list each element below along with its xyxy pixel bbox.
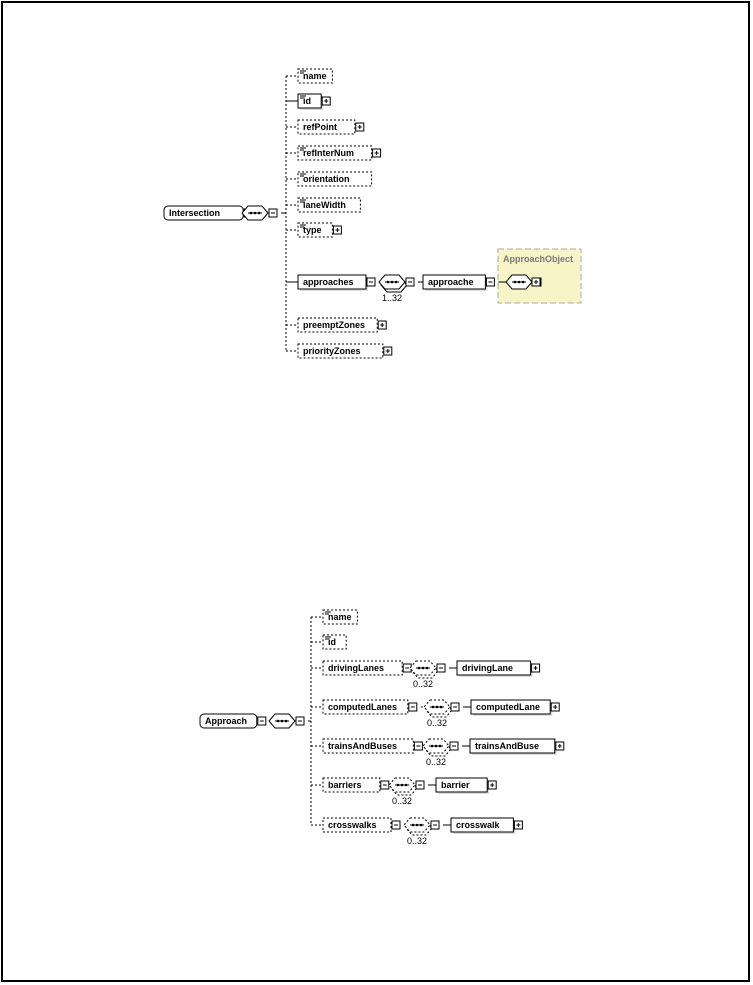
cardinality-label: 1..32 bbox=[382, 293, 402, 303]
element-box bbox=[456, 660, 532, 676]
element-box bbox=[450, 817, 514, 833]
element-label: approaches bbox=[303, 277, 354, 287]
sequence-dot bbox=[415, 823, 419, 827]
element-box bbox=[322, 777, 381, 793]
sequence-dot bbox=[257, 211, 261, 215]
sequence-dot bbox=[438, 744, 442, 748]
element-label: name bbox=[303, 71, 327, 81]
element-box bbox=[469, 738, 556, 754]
element-box bbox=[297, 274, 367, 290]
element-box bbox=[422, 274, 486, 290]
element-label: crosswalks bbox=[328, 820, 377, 830]
element-box bbox=[297, 222, 333, 238]
element-box bbox=[322, 699, 409, 715]
element-label: Approach bbox=[205, 716, 247, 726]
element-label: approache bbox=[428, 277, 474, 287]
sequence-dot bbox=[404, 783, 408, 787]
element-label: trainsAndBuses bbox=[328, 741, 397, 751]
element-box bbox=[297, 145, 373, 161]
sequence-dot bbox=[396, 783, 400, 787]
sequence-dot bbox=[284, 719, 288, 723]
element-box bbox=[297, 343, 384, 359]
element-label: trainsAndBuse bbox=[475, 741, 539, 751]
sequence-dot bbox=[390, 280, 394, 284]
element-label: priorityZones bbox=[303, 346, 361, 356]
sequence-dot bbox=[249, 211, 253, 215]
sequence-dot bbox=[513, 280, 517, 284]
sequence-dot bbox=[417, 666, 421, 670]
element-box bbox=[322, 738, 414, 754]
element-box bbox=[435, 777, 488, 793]
root-element-box bbox=[199, 713, 258, 729]
element-label: crosswalk bbox=[456, 820, 501, 830]
element-label: id bbox=[303, 96, 311, 106]
sequence-dot bbox=[425, 666, 429, 670]
element-box bbox=[297, 317, 378, 333]
element-label: orientation bbox=[303, 174, 350, 184]
element-box bbox=[297, 197, 361, 213]
element-label: barriers bbox=[328, 780, 362, 790]
sequence-dot bbox=[419, 823, 423, 827]
cardinality-label: 0..32 bbox=[407, 836, 427, 846]
sequence-dot bbox=[386, 280, 390, 284]
sequence-dot bbox=[276, 719, 280, 723]
element-box bbox=[470, 699, 551, 715]
element-label: barrier bbox=[441, 780, 470, 790]
element-box bbox=[322, 817, 392, 833]
element-label: refInterNum bbox=[303, 148, 354, 158]
sequence-dot bbox=[280, 719, 284, 723]
cardinality-label: 0..32 bbox=[413, 679, 433, 689]
element-box bbox=[297, 68, 333, 84]
cardinality-label: 0..32 bbox=[427, 718, 447, 728]
element-label: computedLanes bbox=[328, 702, 397, 712]
element-label: laneWidth bbox=[303, 200, 346, 210]
sequence-dot bbox=[435, 705, 439, 709]
sequence-dot bbox=[434, 744, 438, 748]
sequence-dot bbox=[517, 280, 521, 284]
sequence-dot bbox=[394, 280, 398, 284]
element-label: preemptZones bbox=[303, 320, 365, 330]
element-box bbox=[297, 119, 356, 135]
sequence-dot bbox=[439, 705, 443, 709]
sequence-dot bbox=[431, 705, 435, 709]
group-label: ApproachObject bbox=[503, 254, 573, 264]
sequence-dot bbox=[400, 783, 404, 787]
sequence-dot bbox=[411, 823, 415, 827]
sequence-dot bbox=[421, 666, 425, 670]
element-label: name bbox=[328, 612, 352, 622]
element-label: refPoint bbox=[303, 122, 337, 132]
element-label: computedLane bbox=[476, 702, 540, 712]
sequence-dot bbox=[253, 211, 257, 215]
cardinality-label: 0..32 bbox=[426, 757, 446, 767]
cardinality-label: 0..32 bbox=[392, 796, 412, 806]
sequence-dot bbox=[521, 280, 525, 284]
element-box bbox=[322, 660, 403, 676]
sequence-dot bbox=[430, 744, 434, 748]
element-box bbox=[322, 609, 358, 625]
element-box bbox=[297, 171, 373, 187]
element-label: drivingLane bbox=[462, 663, 513, 673]
element-label: drivingLanes bbox=[328, 663, 384, 673]
element-label: type bbox=[303, 225, 322, 235]
element-label: id bbox=[328, 637, 336, 647]
element-label: Intersection bbox=[169, 208, 220, 218]
